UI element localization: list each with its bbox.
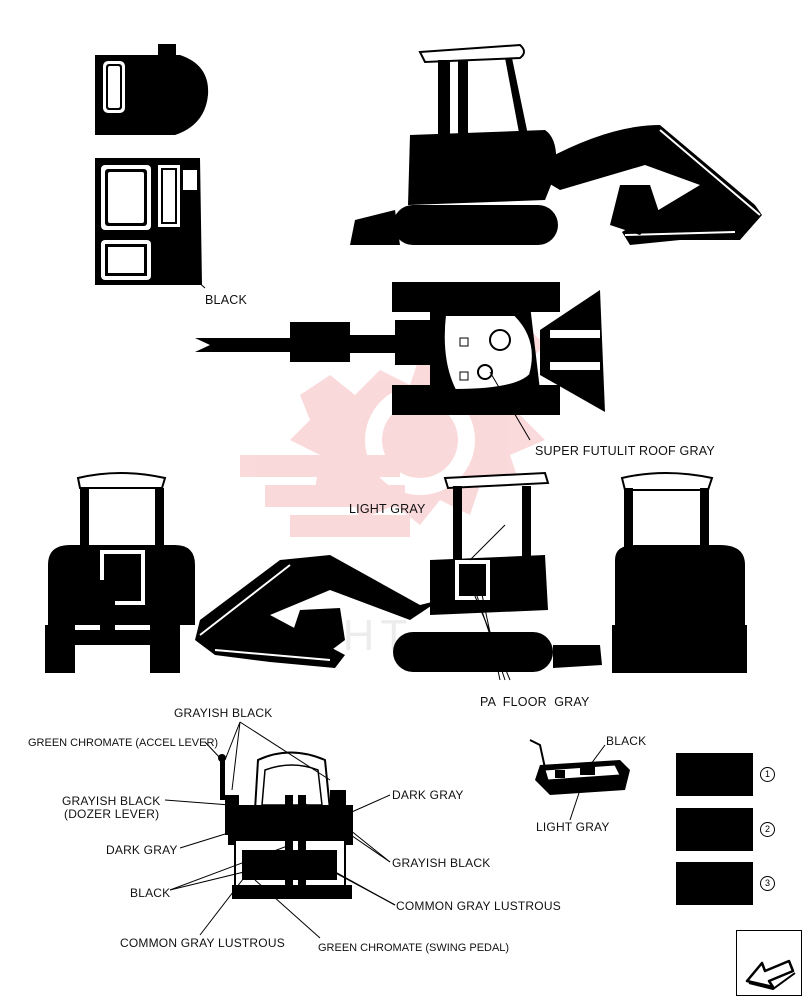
label-grayish-black-top: GRAYISH BLACK <box>174 706 273 720</box>
label-dark-gray-right: DARK GRAY <box>392 788 464 802</box>
label-dozer-lever: (DOZER LEVER) <box>64 807 160 821</box>
label-grayish-black-dozer: GRAYISH BLACK <box>62 794 161 808</box>
excavator-front-view <box>45 472 195 673</box>
label-light-gray-tank: LIGHT GRAY <box>536 820 610 834</box>
operator-seat-detail <box>218 751 353 899</box>
label-common-gray-lustrous-right: COMMON GRAY LUSTROUS <box>396 899 561 913</box>
label-common-gray-lustrous-bottom: COMMON GRAY LUSTROUS <box>120 936 285 950</box>
label-black-left: BLACK <box>130 886 171 900</box>
swatch-number-3: 3 <box>760 876 775 891</box>
excavator-side-view <box>350 43 762 245</box>
label-pa-floor-gray: PA FLOOR GRAY <box>480 695 590 709</box>
color-swatch-2 <box>676 808 753 851</box>
label-grayish-black-right: GRAYISH BLACK <box>392 856 491 870</box>
tank-detail <box>529 739 630 795</box>
label-black-cab: BLACK <box>205 293 247 307</box>
cab-side-view <box>95 158 206 289</box>
color-swatch-3 <box>676 862 753 905</box>
arrow-left-down-icon <box>745 959 796 991</box>
label-dark-gray-left: DARK GRAY <box>106 843 178 857</box>
leader-lines <box>164 524 606 939</box>
label-green-chromate-accel: GREEN CHROMATE (ACCEL LEVER) <box>28 737 219 749</box>
label-light-gray-cab: LIGHT GRAY <box>349 502 426 516</box>
nav-arrow-button[interactable] <box>736 930 802 996</box>
swatch-number-1: 1 <box>760 767 775 782</box>
cab-top-view <box>95 44 209 135</box>
label-black-tank: BLACK <box>606 734 647 748</box>
label-super-futulit-roof-gray: SUPER FUTULIT ROOF GRAY <box>535 444 715 458</box>
swatch-number-2: 2 <box>760 822 775 837</box>
excavator-top-view <box>195 282 605 441</box>
excavator-rear-view <box>612 472 747 673</box>
color-swatch-1 <box>676 753 753 796</box>
label-green-chromate-swing: GREEN CHROMATE (SWING PEDAL) <box>318 942 510 954</box>
